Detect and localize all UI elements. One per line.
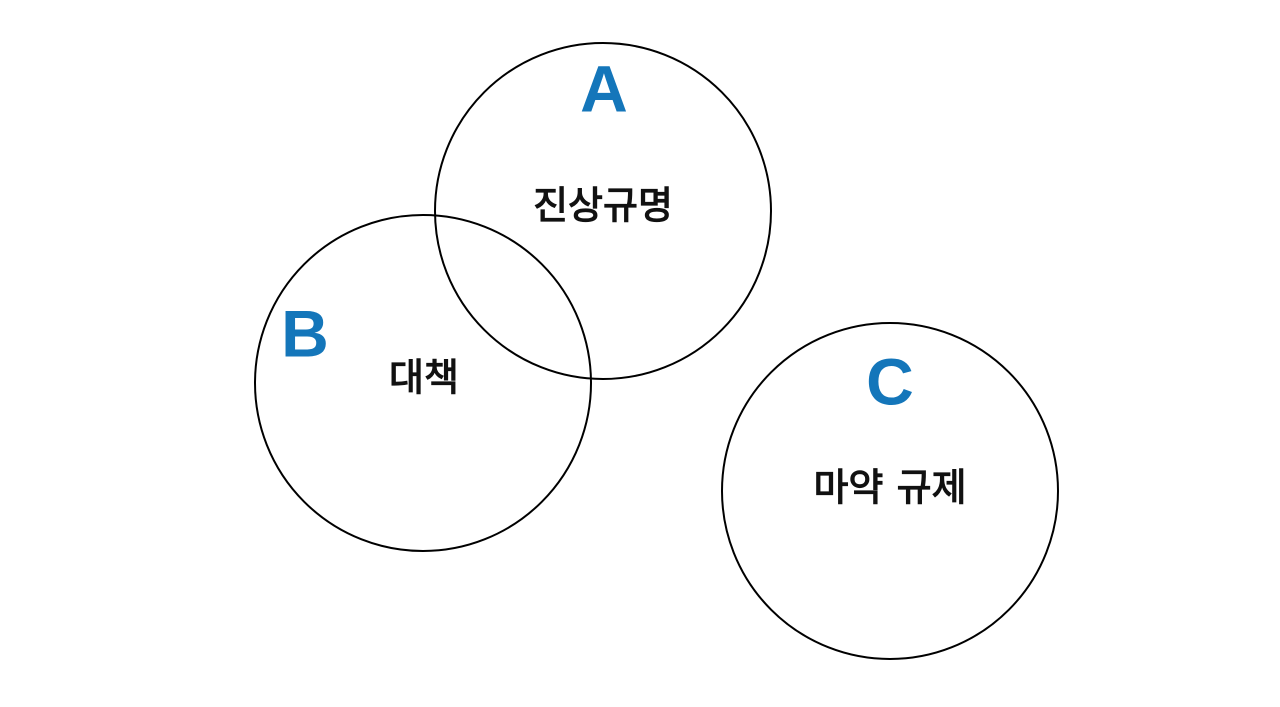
circle-b	[254, 214, 592, 552]
circle-c	[721, 322, 1059, 660]
circle-a	[434, 42, 772, 380]
label-a: 진상규명	[533, 184, 673, 228]
set-c: C 마약 규제	[721, 322, 1059, 660]
set-b: B 대책	[254, 214, 592, 552]
label-b: 대책	[389, 356, 459, 400]
letter-a: A	[580, 51, 628, 125]
letter-c: C	[866, 344, 914, 418]
label-c: 마약 규제	[813, 466, 966, 510]
letter-b: B	[281, 296, 329, 370]
set-a: A 진상규명	[434, 42, 772, 380]
